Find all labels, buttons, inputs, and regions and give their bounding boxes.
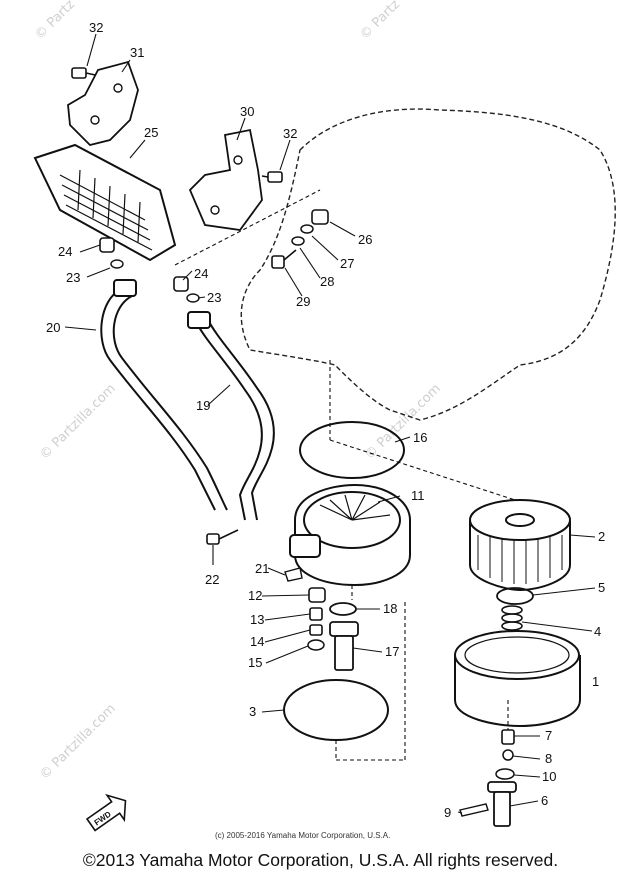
bolt-29 xyxy=(271,249,297,269)
o-ring-18 xyxy=(329,602,357,616)
bolt-32-right xyxy=(261,171,283,183)
callout-9: 9 xyxy=(444,805,451,820)
o-ring-16 xyxy=(299,421,405,479)
fitting-26 xyxy=(311,209,329,225)
callout-32-right: 32 xyxy=(283,126,297,141)
ball-8 xyxy=(502,749,514,761)
o-ring-23-left xyxy=(110,259,124,269)
callout-10: 10 xyxy=(542,769,556,784)
valve-14 xyxy=(309,624,323,636)
callout-23-left: 23 xyxy=(66,270,80,285)
callout-1: 1 xyxy=(592,674,599,689)
callout-32-top: 32 xyxy=(89,20,103,35)
bracket-30 xyxy=(188,128,263,231)
callout-12: 12 xyxy=(248,588,262,603)
callout-28: 28 xyxy=(320,274,334,289)
callout-20: 20 xyxy=(46,320,60,335)
image-copyright: (c) 2005-2016 Yamaha Motor Corporation, … xyxy=(215,831,390,840)
callout-31: 31 xyxy=(130,45,144,60)
fitting-24-mid xyxy=(173,276,189,292)
callout-5: 5 xyxy=(598,580,605,595)
pin-9 xyxy=(459,803,489,817)
callout-26: 26 xyxy=(358,232,372,247)
callout-29: 29 xyxy=(296,294,310,309)
o-ring-3 xyxy=(283,679,389,741)
callout-18: 18 xyxy=(383,601,397,616)
oil-hose-20 xyxy=(100,279,228,511)
washer-28 xyxy=(291,236,305,246)
leader-lines xyxy=(64,33,596,814)
fwd-arrow: FWD xyxy=(85,793,127,832)
watermark-bottom-left: © Partzilla.com xyxy=(37,701,119,783)
spring-7 xyxy=(501,729,515,745)
o-ring-23-mid xyxy=(186,293,200,303)
callout-15: 15 xyxy=(248,655,262,670)
footer-copyright: ©2013 Yamaha Motor Corporation, U.S.A. A… xyxy=(82,850,559,870)
callout-19: 19 xyxy=(196,398,210,413)
bolt-32-top xyxy=(71,67,101,79)
spring-4 xyxy=(501,605,523,631)
filter-element-2 xyxy=(469,499,571,592)
washer-5 xyxy=(496,587,534,605)
watermark-mid-left: © Partzilla.com xyxy=(37,381,119,463)
callout-21: 21 xyxy=(255,561,269,576)
callout-6: 6 xyxy=(541,793,548,808)
callout-8: 8 xyxy=(545,751,552,766)
spring-13 xyxy=(309,607,323,621)
filter-cover-1 xyxy=(454,630,581,728)
callout-24-mid: 24 xyxy=(194,266,208,281)
watermark-top-left: © Partz xyxy=(32,0,78,43)
callout-17: 17 xyxy=(385,644,399,659)
fitting-24-left xyxy=(99,237,115,253)
callout-13: 13 xyxy=(250,612,264,627)
gasket-21 xyxy=(284,567,303,582)
callout-22: 22 xyxy=(205,572,219,587)
callout-24-left: 24 xyxy=(58,244,72,259)
callout-4: 4 xyxy=(594,624,601,639)
callout-16: 16 xyxy=(413,430,427,445)
callout-25: 25 xyxy=(144,125,158,140)
callouts: 32 31 25 30 32 26 27 28 29 24 23 24 23 2… xyxy=(46,20,605,820)
o-ring-10 xyxy=(495,768,515,780)
bolt-6 xyxy=(487,781,517,827)
callout-14: 14 xyxy=(250,634,264,649)
callout-27: 27 xyxy=(340,256,354,271)
engine-case-outline xyxy=(240,108,616,421)
union-bolt-17 xyxy=(329,621,359,671)
callout-2: 2 xyxy=(598,529,605,544)
callout-7: 7 xyxy=(545,728,552,743)
bolt-22 xyxy=(206,529,239,545)
callout-11: 11 xyxy=(411,488,425,503)
cap-12 xyxy=(308,587,326,603)
filter-housing-11 xyxy=(289,483,411,587)
bracket-31 xyxy=(67,60,139,146)
oil-hose-19 xyxy=(187,311,275,521)
oil-cooler-25 xyxy=(33,143,177,262)
callout-23-mid: 23 xyxy=(207,290,221,305)
o-ring-15 xyxy=(307,639,325,651)
washer-27 xyxy=(300,224,314,234)
callout-30: 30 xyxy=(240,104,254,119)
watermark-top-right: © Partz xyxy=(357,0,403,43)
assembly-lines xyxy=(174,189,516,761)
callout-3: 3 xyxy=(249,704,256,719)
